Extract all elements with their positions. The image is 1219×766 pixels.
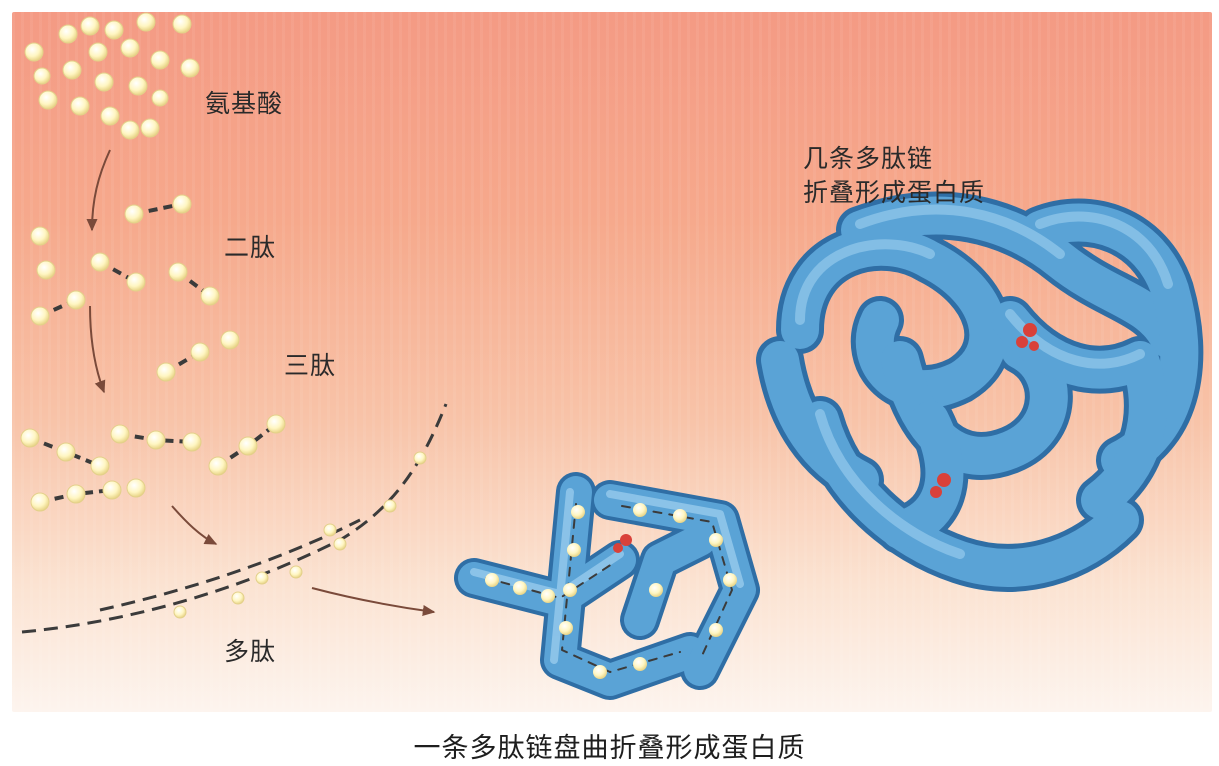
single-chain-protein [454,472,760,700]
figure-caption: 一条多肽链盘曲折叠形成蛋白质 [413,733,806,764]
polypeptide-chains [21,403,448,634]
label-dipeptide: 二肽 [224,233,277,262]
amino-acid-cluster [24,12,200,140]
label-multi-chain-protein: 几条多肽链 折叠形成蛋白质 [803,142,985,210]
label-amino-acids: 氨基酸 [205,89,284,118]
tripeptide-group [20,414,286,512]
multi-chain-protein [756,191,1204,592]
label-multi-chain-line1: 几条多肽链 [803,144,934,173]
polypeptide-beads [173,451,427,619]
label-tripeptide: 三肽 [284,351,337,380]
process-arrows [86,149,436,617]
label-polypeptide: 多肽 [224,637,277,666]
label-multi-chain-line2: 折叠形成蛋白质 [803,178,986,207]
dipeptide-group [30,194,240,382]
